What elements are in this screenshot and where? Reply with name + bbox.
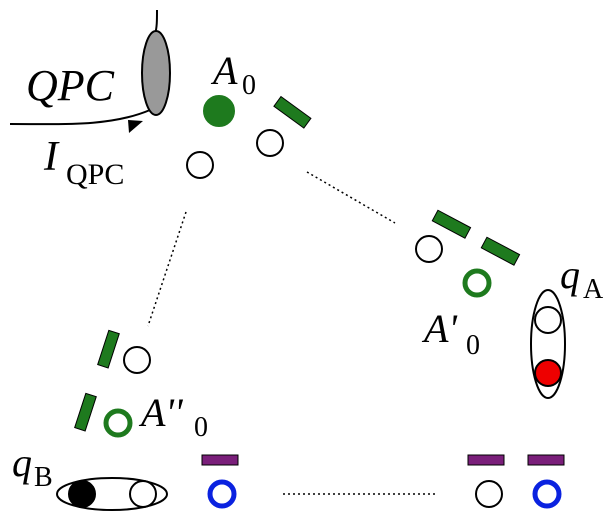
dot-bottom-left-blue (207, 479, 237, 509)
adoubleprime-subscript: 0 (194, 412, 208, 443)
a0-symbol: A (210, 48, 238, 93)
qa-dot-lower-red (534, 359, 562, 387)
gate-bottom-left-purple (201, 454, 239, 466)
qa-symbol: q (560, 252, 580, 297)
dot-a0-right (256, 129, 284, 157)
gate-bottom-right-purple-1 (467, 454, 505, 466)
connector-a0-to-adoubleprime (147, 211, 187, 327)
dot-a0-filled (203, 95, 235, 127)
dot-a0-left (186, 151, 214, 179)
aprime-symbol: A' (421, 306, 458, 351)
connector-a0-to-aprime (306, 171, 396, 224)
qa-dot-upper-empty (534, 306, 562, 334)
adoubleprime-symbol: A'' (138, 390, 184, 435)
gate-adoubleprime-lower (74, 392, 97, 432)
dot-adoubleprime-empty (123, 346, 151, 374)
aprime-subscript: 0 (466, 330, 480, 361)
qb-subscript: B (34, 462, 53, 493)
dot-bottom-right-empty (475, 480, 503, 508)
gate-a0 (273, 95, 312, 129)
iqpc-symbol: I (43, 134, 60, 180)
qpc-ellipse (141, 30, 171, 116)
qb-dot-left-black (68, 480, 96, 508)
iqpc-subscript: QPC (66, 158, 124, 191)
dot-aprime-left (415, 235, 443, 263)
a0-subscript: 0 (242, 70, 256, 101)
dot-aprime-green (462, 268, 492, 298)
qb-symbol: q (12, 440, 32, 485)
qpc-label: QPC (26, 61, 115, 110)
gate-aprime-lower (480, 236, 521, 266)
dot-bottom-right-blue (532, 479, 562, 509)
current-arrowhead (128, 120, 143, 133)
gate-bottom-right-purple-2 (527, 454, 565, 466)
gate-aprime-upper (431, 209, 472, 239)
qpc-current-path (9, 109, 151, 126)
dot-adoubleprime-green (103, 408, 133, 438)
gate-adoubleprime-upper (97, 329, 120, 369)
qa-subscript: A (583, 274, 604, 305)
qb-dot-right-empty (129, 480, 157, 508)
